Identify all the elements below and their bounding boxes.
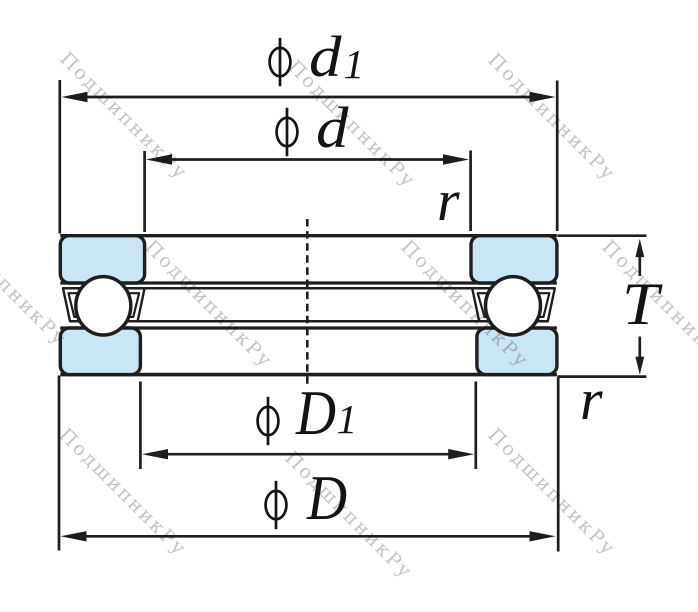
cage-pocket-left-outer-side (136, 287, 146, 323)
arrowhead-icon (142, 449, 168, 460)
dim-line-d (146, 154, 469, 165)
label-letter: T (621, 271, 659, 338)
label-letter: d (308, 24, 342, 89)
phi-icon (264, 480, 289, 529)
cage-pocket-right-outer-side (471, 287, 481, 323)
label-letter: D (306, 462, 347, 533)
phi-icon (256, 396, 281, 446)
arrowhead-icon (443, 154, 469, 165)
label-subscript: 1 (343, 40, 365, 87)
ball-right (483, 274, 543, 337)
dimension-lines (60, 91, 645, 542)
phi-icon (268, 37, 293, 87)
arrowhead-icon (529, 531, 556, 542)
ball-left (74, 274, 133, 337)
cage-pocket-right-outer-side (546, 287, 556, 323)
arrowhead-icon (60, 531, 87, 542)
label-letter: D (296, 377, 337, 448)
washer-edges (60, 233, 557, 377)
arrowhead-icon (529, 91, 556, 103)
label-letter: r (580, 367, 603, 432)
phi-icon (275, 107, 299, 157)
dim-line-T (635, 238, 645, 375)
dim-line-D (60, 531, 556, 542)
extension-lines (57, 80, 647, 552)
label-letter: d (315, 95, 349, 160)
label-letter: r (437, 168, 460, 233)
dim-line-D1 (142, 449, 475, 460)
arrowhead-icon (635, 356, 645, 375)
arrowhead-icon (61, 91, 88, 103)
cage-pocket-left-outer-side (61, 287, 72, 323)
washer-cut-faces (58, 233, 559, 377)
arrowhead-icon (635, 238, 645, 258)
arrowhead-icon (146, 154, 172, 165)
arrowhead-icon (448, 449, 475, 460)
label-subscript: 1 (336, 396, 358, 443)
dim-line-d1 (61, 91, 556, 103)
